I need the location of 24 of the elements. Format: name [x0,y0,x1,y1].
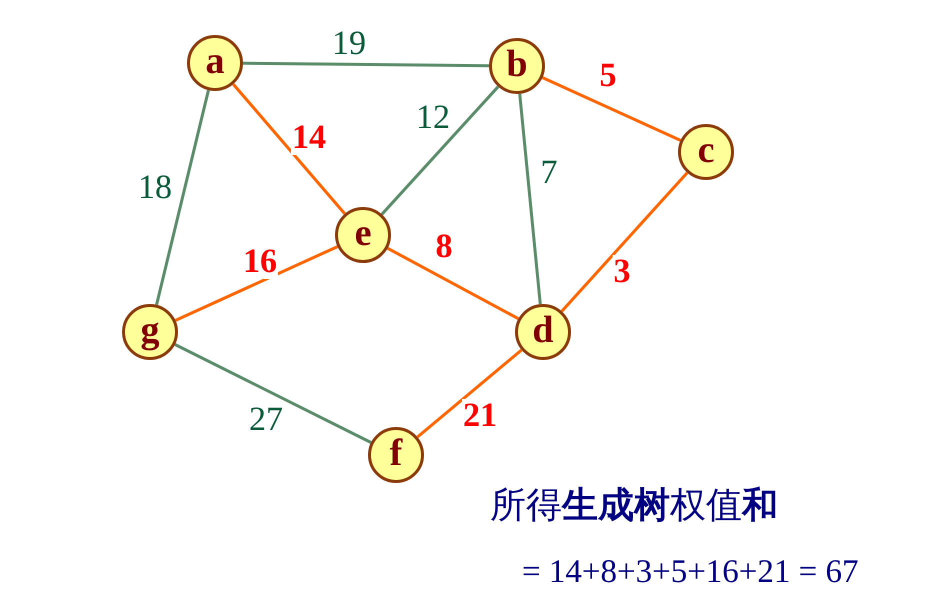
edge-line [380,86,500,216]
vertex-circle [515,304,571,360]
vertex-label: e [354,214,372,252]
edge-line [386,246,520,320]
vertex-label: b [506,45,528,83]
edge-line [560,172,688,312]
vertex-label: g [140,311,160,349]
edge-line [242,62,490,68]
vertex-circle [368,427,424,483]
sum-formula: = 14+8+3+5+16+21 = 67 [522,556,859,589]
edge-line [174,245,338,322]
sum-caption: 所得生成树权值和 [490,488,778,524]
vertex-label: a [206,42,224,80]
edge-line [542,76,682,142]
edge-line [518,94,542,304]
edge-line [155,90,210,306]
vertex-circle [335,207,391,263]
edge-line [416,348,522,438]
vertex-label: c [698,131,714,169]
edge-line [174,343,372,444]
edge-line [232,83,346,215]
vertex-label: f [390,434,402,472]
vertex-label: d [532,311,554,349]
vertex-circle [489,38,545,94]
